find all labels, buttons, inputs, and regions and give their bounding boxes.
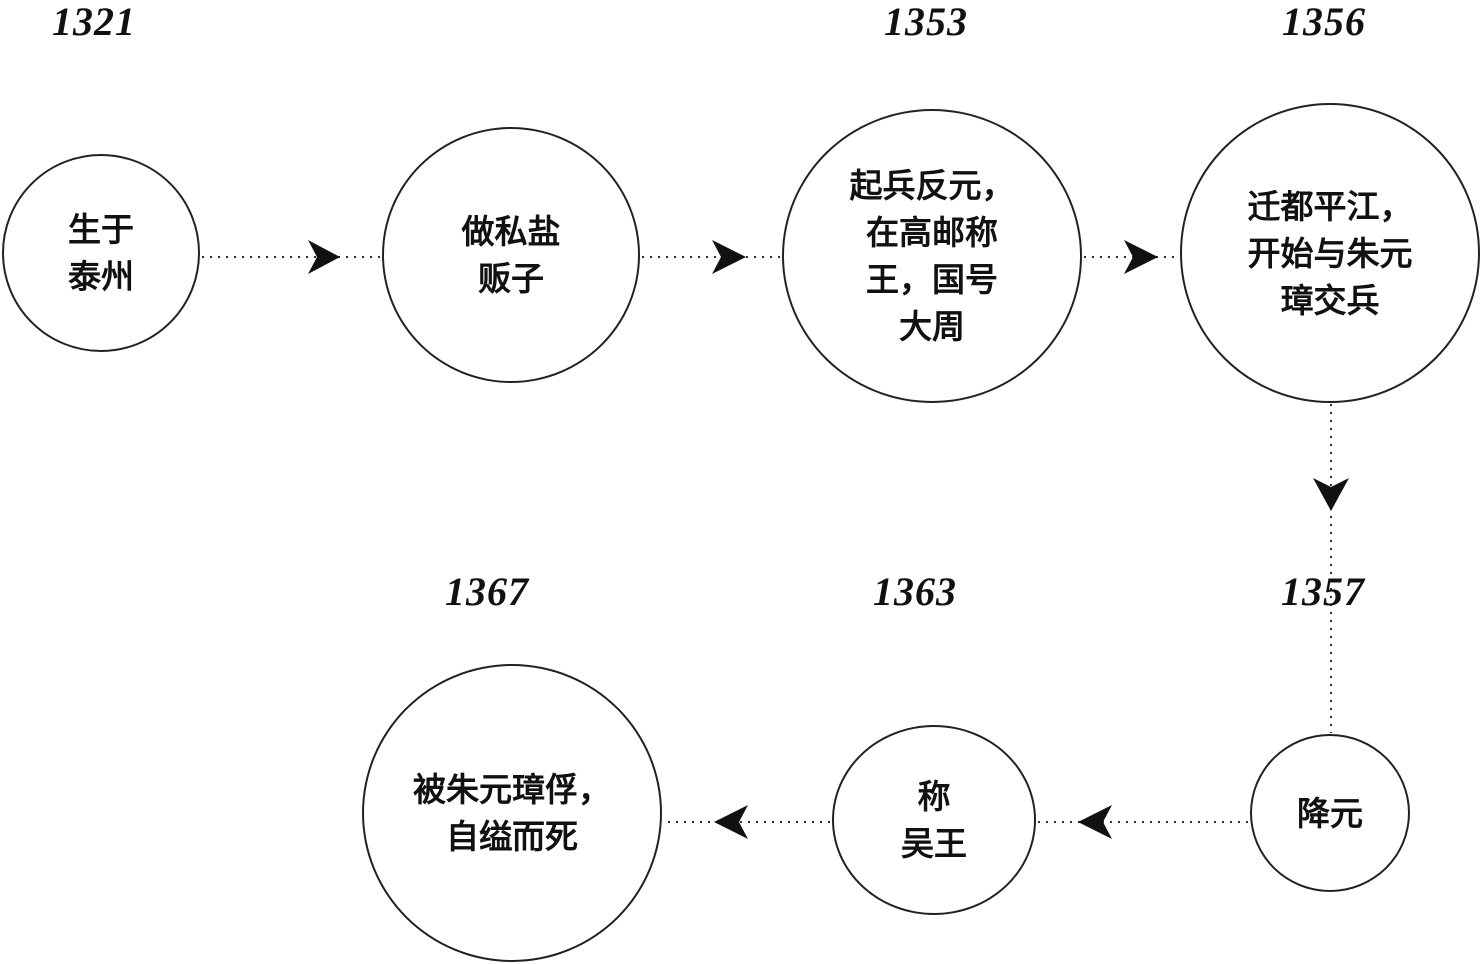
event-salt-smuggler: 做私盐 贩子 — [382, 127, 640, 383]
year-1357: 1357 — [1281, 569, 1365, 614]
year-1367: 1367 — [445, 569, 529, 614]
event-capital-pingjiang: 迁都平江， 开始与朱元 璋交兵 — [1180, 103, 1480, 403]
arrow-right-icon — [308, 240, 340, 274]
event-label: 称 吴王 — [901, 777, 967, 863]
arrow-right-icon — [1124, 240, 1158, 274]
year-1363: 1363 — [873, 569, 957, 614]
event-surrender-yuan: 降元 — [1250, 734, 1410, 892]
arrow-right-icon — [712, 240, 746, 274]
year-1353: 1353 — [884, 0, 968, 44]
event-king-wu: 称 吴王 — [832, 725, 1036, 915]
event-label: 降元 — [1297, 793, 1363, 833]
year-1356: 1356 — [1282, 0, 1366, 44]
arrow-left-icon — [1078, 805, 1112, 839]
event-label: 被朱元璋俘， 自缢而死 — [413, 770, 611, 856]
event-captured-death: 被朱元璋俘， 自缢而死 — [362, 664, 662, 962]
event-revolt-dazhou: 起兵反元， 在高邮称 王，国号 大周 — [782, 109, 1082, 403]
event-born-taizhou: 生于 泰州 — [2, 154, 200, 352]
arrow-left-icon — [714, 805, 748, 839]
event-label: 生于 泰州 — [68, 210, 134, 296]
event-label: 起兵反元， 在高邮称 王，国号 大周 — [849, 166, 1015, 346]
event-label: 做私盐 贩子 — [461, 212, 561, 298]
event-label: 迁都平江， 开始与朱元 璋交兵 — [1247, 186, 1413, 320]
arrow-down-icon — [1313, 478, 1349, 511]
year-1321: 1321 — [52, 0, 136, 44]
